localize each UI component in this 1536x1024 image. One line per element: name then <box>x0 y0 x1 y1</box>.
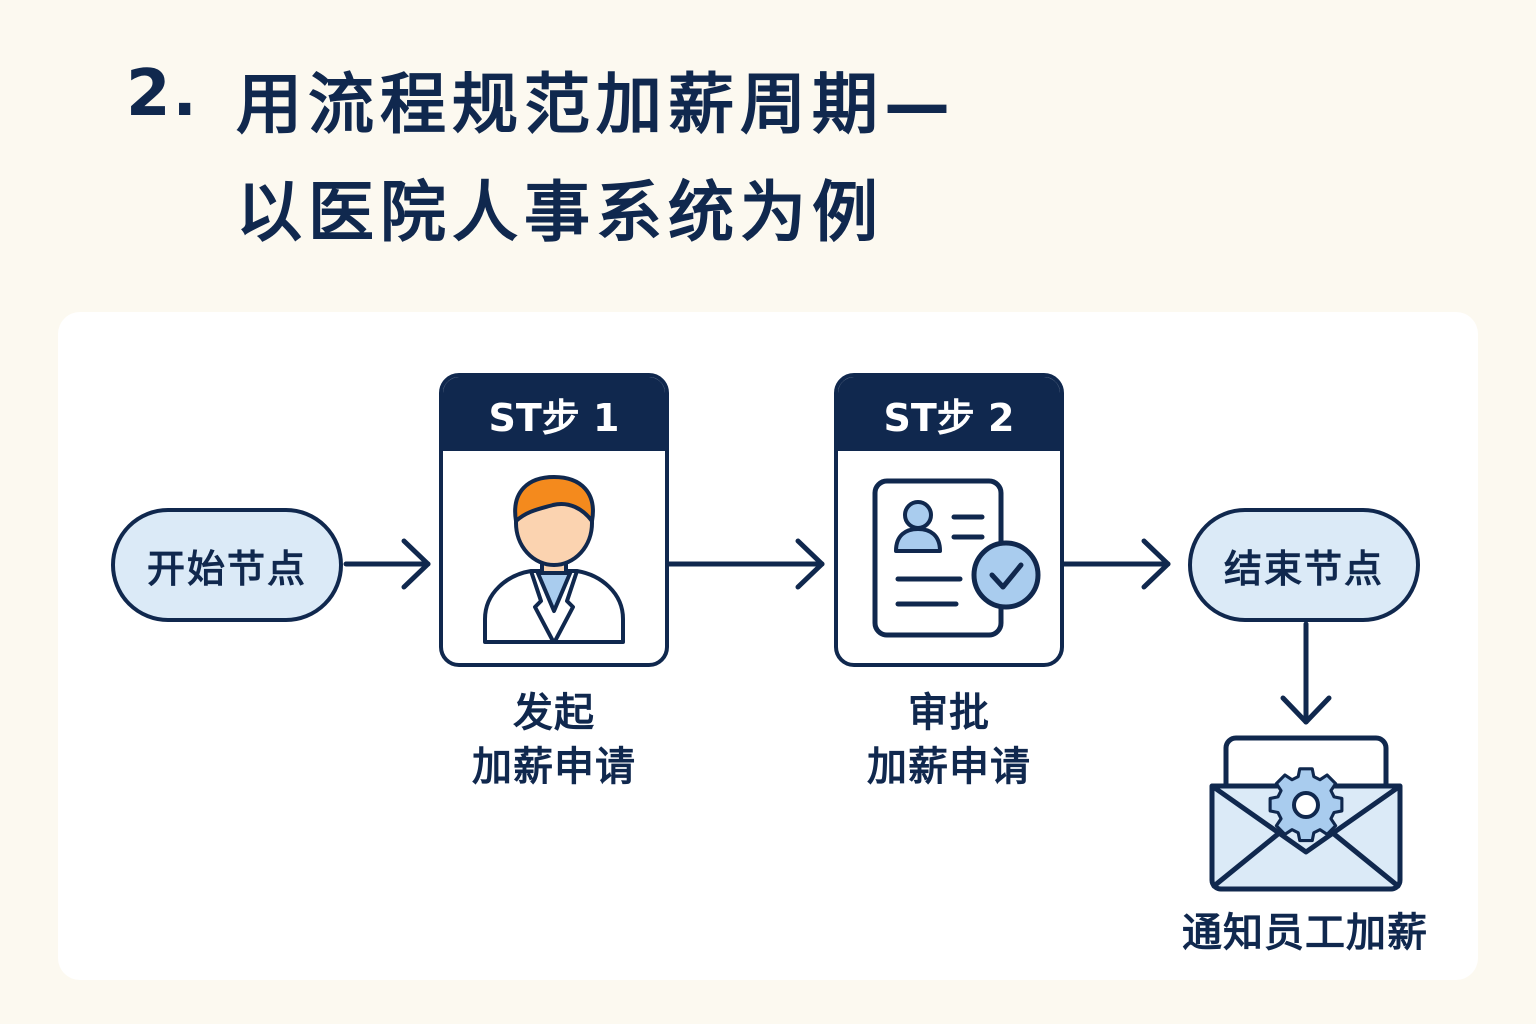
envelope-gear-icon <box>1209 735 1403 892</box>
doctor-icon <box>483 475 625 644</box>
arrow-start-to-step1 <box>343 538 431 590</box>
page-title-line-1: 用流程规范加薪周期— <box>236 66 956 143</box>
step-2-caption: 审批 加薪申请 <box>834 686 1064 794</box>
notify-caption: 通知员工加薪 <box>1182 910 1428 956</box>
arrow-step2-to-end <box>1061 538 1171 590</box>
step-2-caption-line-1: 审批 <box>908 690 990 736</box>
step-1-caption-line-2: 加薪申请 <box>472 744 636 790</box>
step-1-header: ST步 1 <box>443 377 665 451</box>
step-2-caption-line-2: 加薪申请 <box>867 744 1031 790</box>
step-1-caption-line-1: 发起 <box>513 690 595 736</box>
step-1-caption: 发起 加薪申请 <box>439 686 669 794</box>
step-2-header: ST步 2 <box>838 377 1060 451</box>
start-node: 开始节点 <box>111 508 343 622</box>
step-1-card: ST步 1 <box>439 373 669 667</box>
end-node: 结束节点 <box>1188 508 1420 622</box>
title-number: 2. <box>126 57 199 131</box>
document-check-icon <box>872 478 1041 638</box>
page-title-line-2: 以医院人事系统为例 <box>236 174 884 251</box>
arrow-step1-to-step2 <box>666 538 825 590</box>
arrow-end-to-notify <box>1280 621 1332 725</box>
step-2-card: ST步 2 <box>834 373 1064 667</box>
